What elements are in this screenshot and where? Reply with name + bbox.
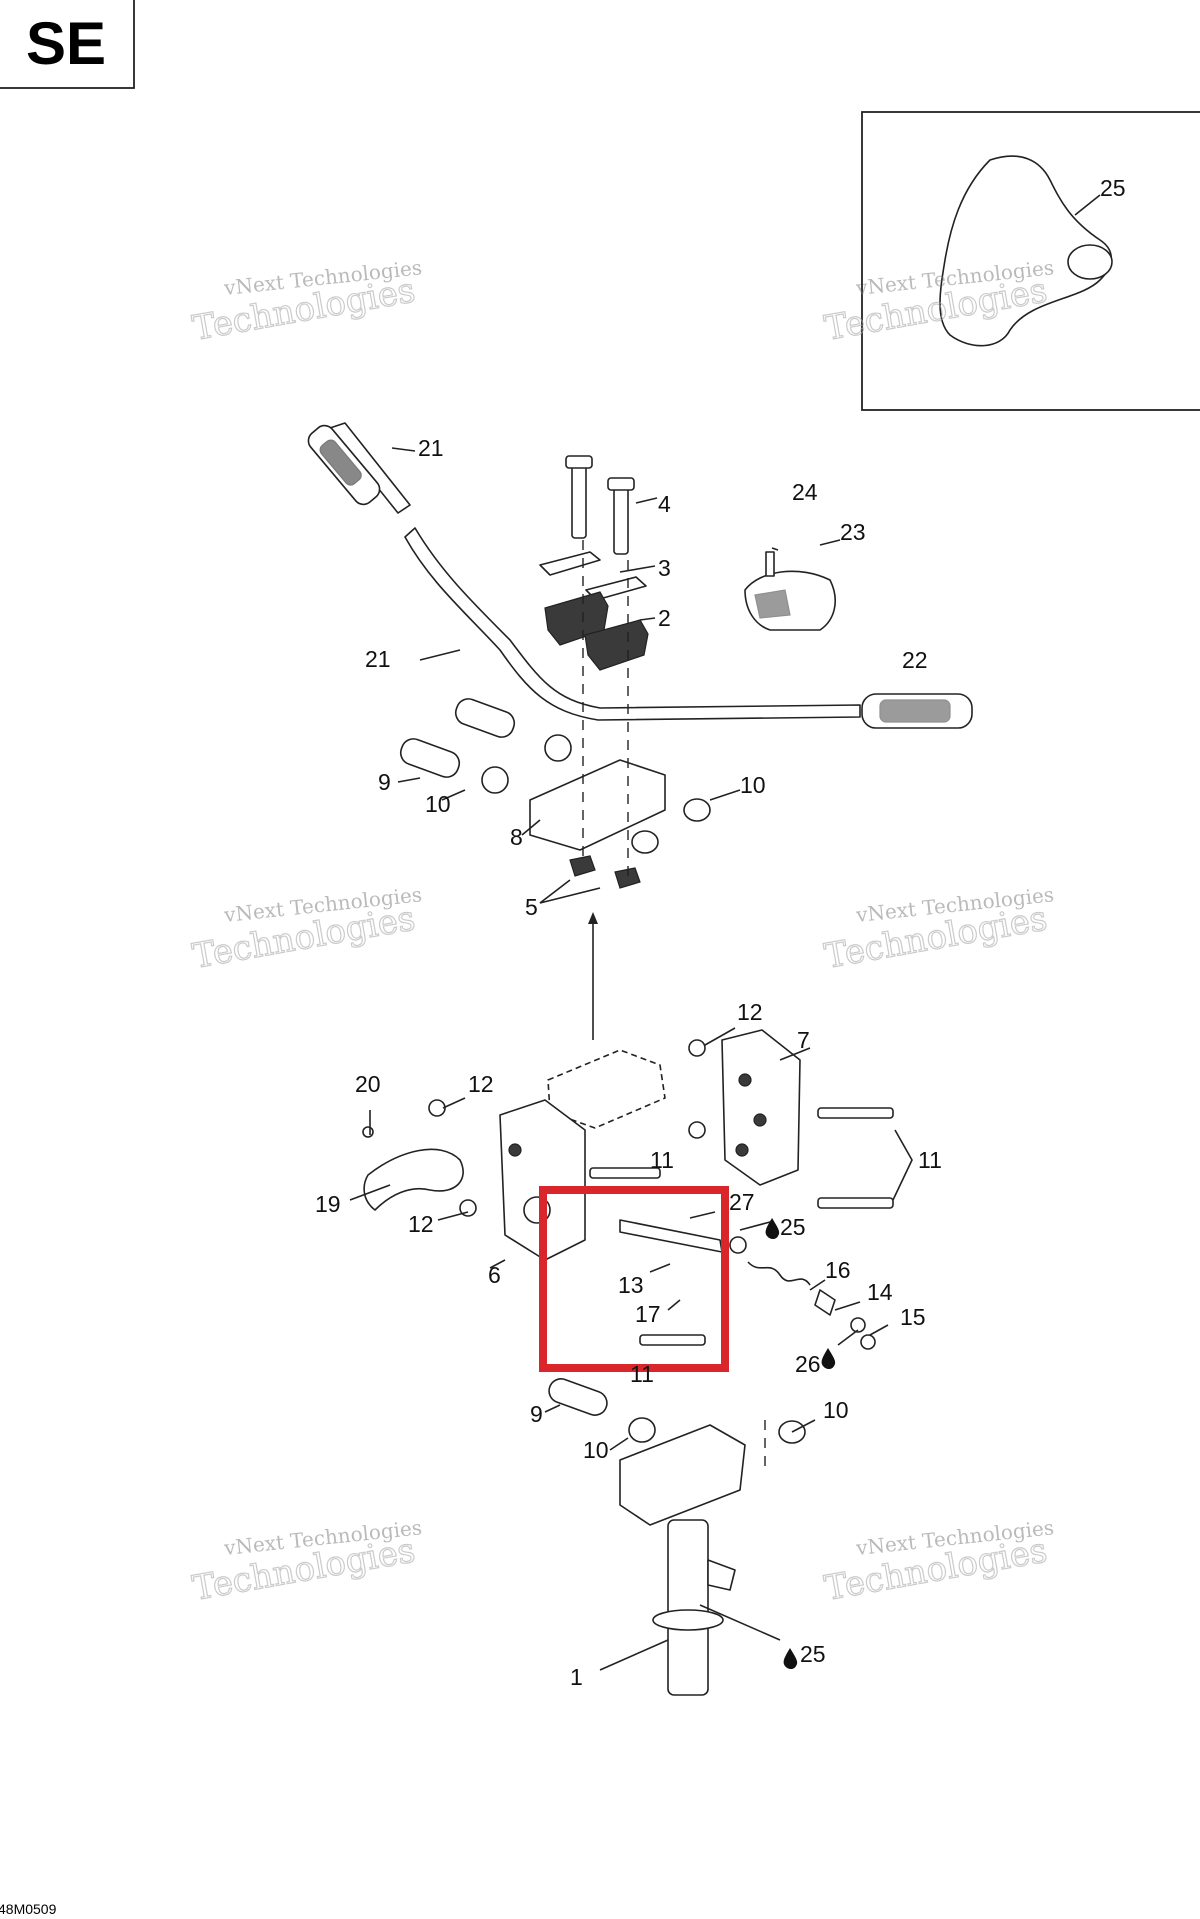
callout-12: 12 [408,1211,434,1237]
callout-7: 7 [797,1027,810,1053]
callout-12: 12 [737,999,763,1025]
shaft-spring [619,1219,876,1350]
callout-13: 13 [618,1272,644,1298]
callout-3: 3 [658,555,671,581]
callout-9: 9 [530,1401,543,1427]
upper-clamp-group [539,455,649,671]
callout-4: 4 [658,491,671,517]
callout-17: 17 [635,1301,661,1327]
callout-6: 6 [488,1262,501,1288]
callout-12: 12 [468,1071,494,1097]
callout-5: 5 [525,894,538,920]
callout-2: 2 [658,605,671,631]
callout-21: 21 [418,435,444,461]
long-bolts [589,1107,894,1346]
callout-25: 25 [780,1214,806,1240]
handlebar [307,422,973,729]
callout-23: 24 [792,479,818,505]
section-label: SE [26,10,106,77]
phantom-bracket [547,1049,666,1129]
grip-cap [744,551,836,631]
callout-8: 8 [510,824,523,850]
callout-10: 10 [425,791,451,817]
callout-14: 14 [867,1279,893,1305]
callout-labels: 25 21 4 3 2 21 24 23 22 9 10 10 8 5 12 7… [315,175,1126,1690]
section-tag: SE [0,0,135,89]
callout-25: 25 [800,1641,826,1667]
inset-panel [861,111,1200,411]
highlight-box [539,1186,729,1372]
callout-10: 10 [740,772,766,798]
upper-bracket [399,698,711,889]
washers [362,1039,706,1217]
lever [363,1148,464,1211]
callout-19: 20 [355,1071,381,1097]
callout-9: 9 [378,769,391,795]
callout-11: 11 [918,1147,942,1173]
plate-right [721,1029,801,1186]
steering-column [548,1378,806,1696]
callout-16: 16 [825,1257,851,1283]
callout-15: 15 [900,1304,926,1330]
leader-lines [349,447,913,1671]
callout-27: 27 [729,1189,755,1215]
callout-10: 10 [583,1437,609,1463]
plate-left [499,1099,586,1261]
callout-24: 25 [1100,175,1126,201]
callout-20: 21 [365,646,391,672]
callout-22: 23 [840,519,866,545]
reference-code: 48M0509 [0,1901,57,1917]
callout-18: 19 [315,1191,341,1217]
oil-drop-icon [765,1218,836,1669]
callout-10: 10 [823,1397,849,1423]
callout-11: 11 [650,1147,674,1173]
callout-26: 26 [795,1351,821,1377]
callout-11: 11 [630,1361,654,1387]
callout-21: 22 [902,647,928,673]
callout-1: 1 [570,1664,583,1690]
